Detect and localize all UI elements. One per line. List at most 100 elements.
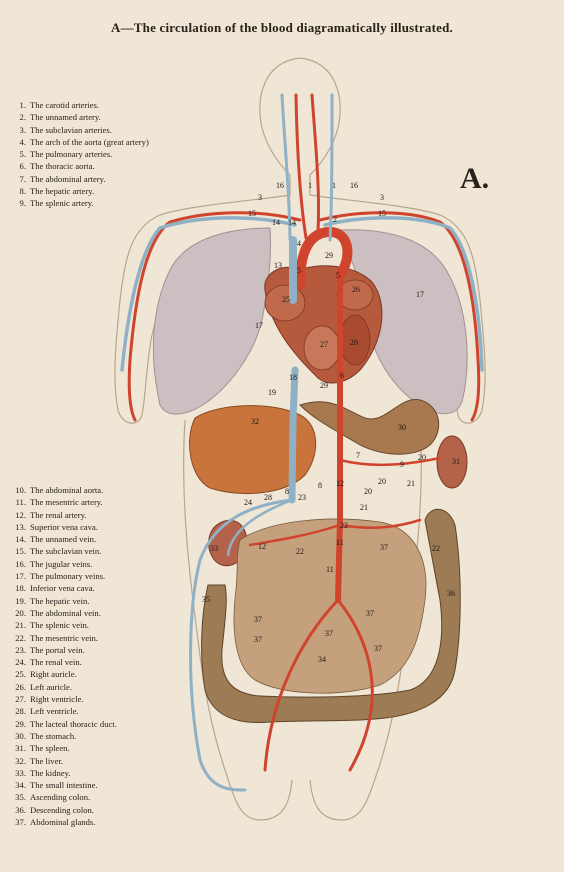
callout-label: 29 xyxy=(320,381,328,390)
legend-item: 8.The hepatic artery. xyxy=(19,186,95,197)
callout-label: 32 xyxy=(251,417,259,426)
callout-label: 29 xyxy=(325,251,333,260)
legend-item: 10.The abdominal aorta. xyxy=(15,485,104,495)
legend-item: 30.The stomach. xyxy=(15,730,77,741)
callout-label: 34 xyxy=(318,655,326,664)
callout-label: 9 xyxy=(400,460,404,469)
legend-item: 29.The lacteal thoracic duct. xyxy=(15,718,117,729)
legend-item: 1.The carotid arteries. xyxy=(19,100,99,110)
callout-label: 37 xyxy=(374,644,382,653)
callout-label: 8 xyxy=(318,481,322,490)
callout-label: 3 xyxy=(380,193,384,202)
legend-item: 33.The kidney. xyxy=(15,767,71,778)
legend-item: 12.The renal artery. xyxy=(15,509,87,520)
legend-item: 34.The small intestine. xyxy=(15,780,98,791)
legend-item: 35.Ascending colon. xyxy=(15,792,91,803)
legend-item: 25.Right auricle. xyxy=(15,669,77,680)
callout-label: 5 xyxy=(336,271,340,280)
legend-item: 18.Inferior vena cava. xyxy=(15,583,95,594)
callout-label: 20 xyxy=(418,453,426,462)
legend-item: 13.Superior vena cava. xyxy=(15,521,99,532)
legend-item: 14.The unnamed vein. xyxy=(15,534,97,545)
figure-letter: A. xyxy=(460,162,490,195)
callout-label: 21 xyxy=(360,503,368,512)
callout-label: 17 xyxy=(416,290,424,299)
right-lung xyxy=(152,227,272,415)
callout-label: 20 xyxy=(364,487,372,496)
callout-label: 11 xyxy=(336,538,344,547)
legend-item: 31.The spleen. xyxy=(15,743,70,754)
stomach xyxy=(299,399,440,455)
spleen xyxy=(436,435,468,489)
legend-item: 26.Left auricle. xyxy=(15,681,72,692)
legend-item: 22.The mesentric vein. xyxy=(15,632,99,643)
callout-label: 17 xyxy=(255,321,263,330)
legend-item: 4.The arch of the aorta (great artery) xyxy=(19,136,149,147)
legend-item: 24.The renal vein. xyxy=(15,657,82,668)
callout-label: 37 xyxy=(254,615,262,624)
callout-label: 22 xyxy=(432,544,440,553)
callout-label: 14 xyxy=(288,218,296,227)
legend-item: 32.The liver. xyxy=(15,755,63,766)
legend-item: 27.Right ventricle. xyxy=(15,694,84,705)
callout-label: 15 xyxy=(378,209,386,218)
callout-label: 24 xyxy=(244,498,252,507)
callout-label: 18 xyxy=(289,373,297,382)
legend-item: 2.The unnamed artery. xyxy=(19,112,101,123)
veins xyxy=(120,93,484,792)
arteries xyxy=(127,93,481,772)
legend-item: 19.The hepatic vein. xyxy=(15,595,90,606)
callout-label: 36 xyxy=(447,589,455,598)
callout-label: 22 xyxy=(296,547,304,556)
callout-label: 22 xyxy=(340,521,348,530)
callout-label: 37 xyxy=(325,629,333,638)
callout-label: 25 xyxy=(282,295,290,304)
legend-item: 6.The thoracic aorta. xyxy=(19,161,95,172)
legend-item: 28.Left ventricle. xyxy=(15,706,79,717)
callout-label: 8 xyxy=(285,487,289,496)
callout-label: 37 xyxy=(366,609,374,618)
callout-label: 33 xyxy=(210,544,218,553)
callout-label: 20 xyxy=(378,477,386,486)
legend-top: 1.The carotid arteries. 2.The unnamed ar… xyxy=(0,99,149,210)
callout-label: 16 xyxy=(276,181,284,190)
callout-label: 37 xyxy=(380,543,388,552)
callout-label: 3 xyxy=(258,193,262,202)
colon xyxy=(201,508,461,724)
callout-label: 12 xyxy=(336,479,344,488)
legend-item: 23.The portal vein. xyxy=(15,644,85,655)
legend-item: 20.The abdominal vein. xyxy=(15,607,101,618)
intestines xyxy=(201,508,461,724)
legend-item: 15.The subclavian vein. xyxy=(15,546,102,557)
callout-label: 11 xyxy=(326,565,334,574)
liver xyxy=(189,405,317,495)
legend-item: 11.The mesentric artery. xyxy=(15,497,103,508)
callout-label: 31 xyxy=(452,457,460,466)
small-intestine xyxy=(233,518,427,694)
legend-item: 37.Abdominal glands. xyxy=(15,817,96,828)
callout-label: 13 xyxy=(274,261,282,270)
callout-label: 28 xyxy=(350,338,358,347)
page-title: A—The circulation of the blood diagramat… xyxy=(111,20,453,35)
legend-bottom: 10.The abdominal aorta. 11.The mesentric… xyxy=(0,484,117,828)
callout-label: 21 xyxy=(407,479,415,488)
callout-label: 26 xyxy=(352,285,360,294)
callout-label: 1 xyxy=(332,181,336,190)
callout-label: 27 xyxy=(320,340,328,349)
callout-label: 28 xyxy=(264,493,272,502)
callout-label: 4 xyxy=(297,239,301,248)
legend-item: 17.The pulmonary veins. xyxy=(15,571,106,582)
callout-label: 1 xyxy=(308,181,312,190)
callout-label: 14 xyxy=(272,218,280,227)
callout-label: 16 xyxy=(350,181,358,190)
callout-label: 5 xyxy=(297,266,301,275)
heart xyxy=(264,265,383,384)
legend-item: 36.Descending colon. xyxy=(15,804,94,815)
callout-label: 15 xyxy=(248,209,256,218)
callout-label: 7 xyxy=(356,451,360,460)
legend-item: 9.The splenic artery. xyxy=(19,198,94,209)
callout-label: 23 xyxy=(298,493,306,502)
callout-label: 12 xyxy=(258,542,266,551)
legend-item: 16.The jugular veins. xyxy=(15,558,93,569)
